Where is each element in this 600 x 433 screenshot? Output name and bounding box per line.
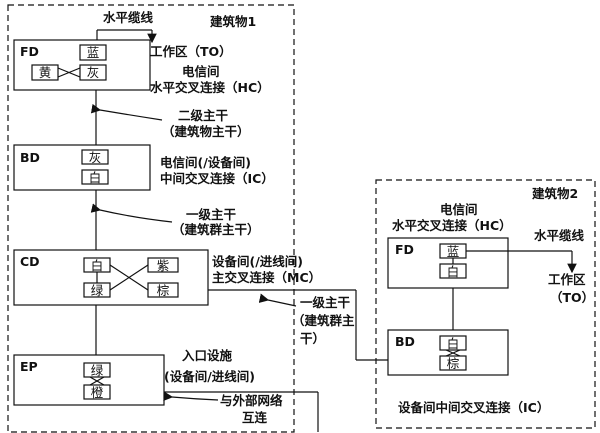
telecom-room-2-label: 电信间 — [440, 202, 478, 217]
cd-white-label: 白 — [90, 258, 104, 273]
fd2-label: FD — [395, 242, 414, 257]
cd-brown-label: 棕 — [156, 283, 170, 298]
campus-backbone-2-tail: 干） — [300, 331, 326, 346]
secondary-backbone-pointer — [90, 103, 163, 121]
bd-room-label: 电信间(/设备间) — [160, 155, 251, 170]
mc-label: 主交叉连接（MC） — [212, 270, 322, 285]
building1-title: 建筑物1 — [210, 14, 257, 29]
building2-title: 建筑物2 — [532, 186, 579, 201]
fd-port-yellow — [31, 64, 59, 81]
work-area-label: 工作区（TO） — [150, 44, 232, 59]
cd-room-label: 设备间(/进线间) — [212, 254, 303, 269]
telecom-room-label: 电信间 — [182, 64, 220, 79]
building2-boundary — [375, 179, 596, 429]
fd-label: FD — [20, 44, 39, 59]
ep-green-label: 绿 — [90, 363, 104, 378]
fd2-box — [387, 237, 509, 289]
fd-port-blue — [79, 44, 107, 61]
primary-backbone-2-label: 一级主干 — [300, 295, 351, 310]
ep-port-green — [83, 362, 111, 378]
ic-label: 中间交叉连接（IC） — [160, 171, 274, 186]
building1-boundary — [7, 4, 295, 433]
entrance-facility-label: 入口设施 — [182, 348, 233, 363]
cd-label: CD — [20, 254, 40, 269]
horizontal-cable-2-label: 水平缆线 — [534, 228, 585, 243]
fd2-white-label: 白 — [446, 264, 460, 279]
cd-purple-label: 紫 — [156, 258, 170, 273]
secondary-backbone-label: 二级主干 — [178, 108, 229, 123]
bd2-box — [387, 329, 509, 376]
cd-green-label: 绿 — [90, 283, 104, 298]
work-area-2-label: 工作区 — [548, 272, 586, 287]
fd-yellow-label: 黄 — [38, 65, 52, 80]
ep-port-orange — [83, 384, 111, 400]
primary-backbone-label: 一级主干 — [186, 207, 237, 222]
bd-port-gray — [81, 149, 109, 165]
cd-box — [13, 249, 209, 306]
fd-blue-label: 蓝 — [86, 45, 100, 60]
hc-label: 水平交叉连接（HC） — [150, 80, 270, 95]
bd-label: BD — [20, 150, 40, 165]
ep-label: EP — [20, 359, 38, 374]
building-backbone-label: （建筑物主干） — [162, 124, 250, 139]
bd-white-label: 白 — [88, 170, 102, 185]
campus-backbone-label: （建筑群主干） — [172, 222, 260, 237]
bd-gray-label: 灰 — [88, 150, 102, 165]
bd2-label: BD — [395, 334, 415, 349]
hc-2-label: 水平交叉连接（HC） — [392, 218, 512, 233]
bd2-port-brown — [439, 355, 467, 371]
fd-port-gray — [79, 64, 107, 81]
bd2-port-white — [439, 335, 467, 351]
work-area-2-to-label: （TO） — [550, 290, 595, 305]
bd-port-white — [81, 169, 109, 185]
campus-backbone-2-label: （建筑群主 — [292, 313, 355, 328]
ic-2-label: 设备间中间交叉连接（IC） — [398, 400, 550, 415]
external-network-label: 与外部网络 — [220, 393, 283, 408]
bd2-white-label: 白 — [446, 336, 460, 351]
bd2-brown-label: 棕 — [446, 356, 460, 371]
interconnect-label: 互连 — [242, 410, 268, 425]
ep-orange-label: 橙 — [90, 385, 104, 400]
fd-gray-label: 灰 — [86, 65, 100, 80]
horizontal-cable-label: 水平缆线 — [103, 10, 154, 25]
fd2-blue-label: 蓝 — [446, 244, 460, 259]
ep-room-label: (设备间/进线间) — [164, 369, 255, 384]
